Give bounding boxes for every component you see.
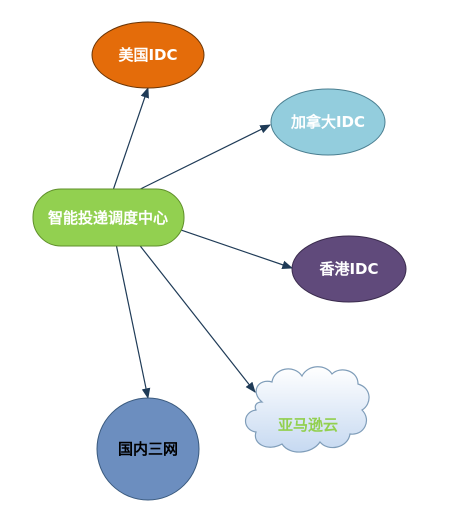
edge-to-usa [107, 86, 149, 206]
node-aws: 亚马逊云 [244, 366, 370, 453]
node-hongkong-label: 香港IDC [319, 260, 378, 278]
node-canada: 加拿大IDC [270, 88, 386, 156]
node-domestic: 国内三网 [96, 397, 200, 501]
node-usa-label: 美国IDC [118, 46, 177, 64]
node-aws-label: 亚马逊云 [278, 416, 338, 434]
hub-label: 智能投递调度中心 [48, 209, 168, 227]
node-usa: 美国IDC [91, 21, 205, 89]
node-canada-label: 加拿大IDC [290, 113, 365, 131]
node-domestic-label: 国内三网 [118, 440, 178, 458]
hub-node: 智能投递调度中心 [32, 188, 185, 247]
node-hongkong: 香港IDC [291, 235, 407, 303]
cloud-shape [244, 366, 370, 453]
